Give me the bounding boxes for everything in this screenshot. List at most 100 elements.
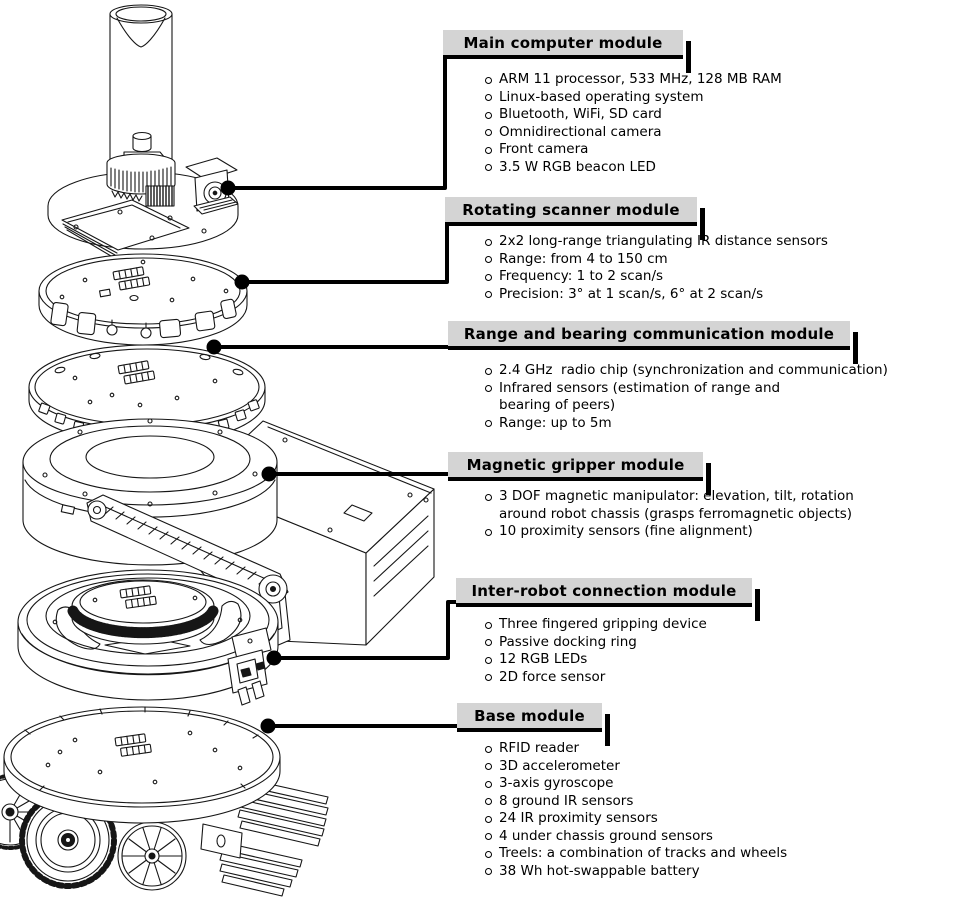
bullet-item: Linux-based operating system: [484, 89, 956, 107]
bullet-text: Bluetooth, WiFi, SD card: [499, 106, 662, 122]
bullet-item: 8 ground IR sensors: [484, 793, 956, 811]
bullet-icon: [485, 868, 492, 875]
bullet-icon: [485, 273, 492, 281]
bullet-text: ARM 11 processor, 533 MHz, 128 MB RAM: [499, 71, 782, 87]
bullet-item: 10 proximity sensors (fine alignment): [484, 523, 956, 541]
bullet-item: Passive docking ring: [484, 634, 956, 652]
bullet-text: 2.4 GHz radio chip (synchronization and …: [499, 362, 888, 378]
rotating-scanner-spec-list: 2x2 long-range triangulating IR distance…: [484, 233, 956, 303]
bullet-item: 38 Wh hot-swappable battery: [484, 863, 956, 881]
bullet-icon: [485, 164, 492, 171]
bullet-text: 38 Wh hot-swappable battery: [499, 862, 700, 879]
bullet-item: 3.5 W RGB beacon LED: [484, 159, 956, 177]
inter-robot-drawing: [17, 569, 279, 706]
bullet-text: Frequency: 1 to 2 scan/s: [499, 268, 664, 284]
bullet-item: 24 IR proximity sensors: [484, 810, 956, 828]
bullet-icon: [485, 763, 492, 770]
bullet-text: 3 DOF magnetic manipulator: elevation, t…: [499, 488, 854, 522]
bullet-text: Three fingered gripping device: [499, 616, 707, 632]
bullet-icon: [485, 129, 492, 136]
leader-lines: [212, 54, 462, 728]
leader-dot: [220, 180, 236, 196]
bullet-item: Treels: a combination of tracks and whee…: [484, 845, 956, 863]
rotating-scanner-drawing: [38, 253, 248, 346]
bullet-item: Range: from 4 to 150 cm: [484, 251, 956, 269]
bullet-item: Infrared sensors (estimation of range an…: [484, 380, 956, 415]
bullet-text: 3-axis gyroscope: [499, 775, 614, 791]
bullet-icon: [485, 639, 492, 646]
bullet-text: Treels: a combination of tracks and whee…: [499, 845, 788, 861]
bullet-text: 3D accelerometer: [499, 757, 620, 774]
bullet-text: 8 ground IR sensors: [499, 792, 634, 809]
bullet-icon: [485, 238, 492, 246]
bullet-item: ARM 11 processor, 533 MHz, 128 MB RAM: [484, 71, 956, 89]
bullet-icon: [485, 111, 492, 119]
magnetic-gripper-spec-list: 3 DOF magnetic manipulator: elevation, t…: [484, 488, 956, 541]
bullet-icon: [485, 420, 492, 427]
bullet-text: Linux-based operating system: [499, 88, 704, 105]
bullet-text: RFID reader: [499, 740, 580, 756]
label-base-module: Base module: [457, 703, 610, 746]
label-magnetic-gripper-module: Magnetic gripper module: [448, 452, 711, 495]
bullet-icon: [485, 291, 492, 298]
bullet-item: Precision: 3° at 1 scan/s, 6° at 2 scan/…: [484, 286, 956, 304]
label-range-bearing-module: Range and bearing communication module: [448, 321, 858, 364]
bullet-icon: [485, 367, 492, 375]
bullet-text: Omnidirectional camera: [499, 123, 662, 140]
label-main-computer-module: Main computer module: [443, 30, 691, 73]
bullet-icon: [485, 76, 492, 84]
bullet-text: 12 RGB LEDs: [499, 651, 588, 667]
bullet-item: Range: up to 5m: [484, 415, 956, 433]
bullet-item: 2.4 GHz radio chip (synchronization and …: [484, 362, 956, 380]
bullet-item: 3-axis gyroscope: [484, 775, 956, 793]
bullet-icon: [485, 798, 492, 805]
leader-dot: [206, 339, 222, 355]
main-computer-drawing: [47, 4, 239, 257]
bullet-text: Front camera: [499, 141, 589, 157]
bullet-text: 4 under chassis ground sensors: [499, 827, 713, 844]
bullet-item: 4 under chassis ground sensors: [484, 828, 956, 846]
bullet-text: 2D force sensor: [499, 668, 606, 685]
label-rotating-scanner-module: Rotating scanner module: [445, 197, 705, 240]
range-bearing-spec-list: 2.4 GHz radio chip (synchronization and …: [484, 362, 956, 432]
bullet-item: Front camera: [484, 141, 956, 159]
bullet-icon: [485, 256, 492, 263]
gripper-arm-drawing: [86, 494, 289, 604]
bullet-icon: [485, 656, 492, 664]
bullet-text: Range: up to 5m: [499, 414, 612, 431]
bullet-item: 12 RGB LEDs: [484, 651, 956, 669]
magnetic-gripper-drum-drawing: [22, 418, 278, 566]
bullet-icon: [485, 674, 492, 681]
bullet-text: 10 proximity sensors (fine alignment): [499, 523, 753, 539]
bullet-icon: [485, 850, 492, 858]
bullet-text: Infrared sensors (estimation of range an…: [499, 379, 781, 414]
bullet-item: Frequency: 1 to 2 scan/s: [484, 268, 956, 286]
bullet-text: Precision: 3° at 1 scan/s, 6° at 2 scan/…: [499, 285, 764, 302]
bullet-icon: [485, 146, 492, 154]
bullet-icon: [485, 385, 492, 392]
bullet-text: Range: from 4 to 150 cm: [499, 250, 668, 267]
bullet-icon: [485, 493, 492, 501]
leader-dot: [260, 718, 276, 734]
bullet-item: Three fingered gripping device: [484, 616, 956, 634]
bullet-icon: [485, 780, 492, 788]
bullet-item: 3D accelerometer: [484, 758, 956, 776]
bullet-text: 24 IR proximity sensors: [499, 810, 658, 826]
bullet-item: 2x2 long-range triangulating IR distance…: [484, 233, 956, 251]
label-inter-robot-module: Inter-robot connection module: [456, 578, 760, 621]
base-drawing: [0, 706, 329, 897]
bullet-text: Passive docking ring: [499, 633, 637, 650]
leader-dot: [266, 650, 282, 666]
bullet-text: 2x2 long-range triangulating IR distance…: [499, 233, 828, 249]
bullet-icon: [485, 94, 492, 101]
leader-dot: [261, 466, 277, 482]
bullet-item: 3 DOF magnetic manipulator: elevation, t…: [484, 488, 956, 523]
bullet-icon: [485, 815, 492, 823]
bullet-item: RFID reader: [484, 740, 956, 758]
bullet-item: Bluetooth, WiFi, SD card: [484, 106, 956, 124]
